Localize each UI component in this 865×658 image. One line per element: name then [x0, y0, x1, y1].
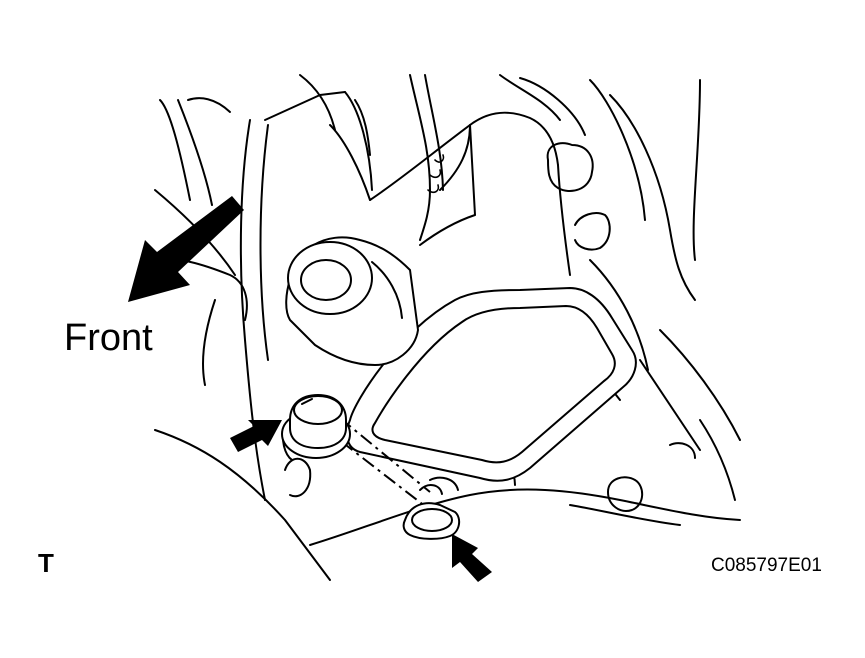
- mount-insulator: [285, 236, 419, 366]
- front-direction-arrow-icon: [128, 196, 244, 302]
- view-marker-label: T: [38, 548, 54, 578]
- front-direction-label: Front: [64, 317, 153, 359]
- figure-code-label: C085797E01: [711, 555, 822, 576]
- bolt-axis-line-2: [339, 417, 431, 493]
- bolt-axis-line: [319, 424, 431, 511]
- mount-bracket: [346, 287, 637, 482]
- bolt-callout-arrow-icon-2: [452, 534, 492, 582]
- lower-bolt: [402, 484, 461, 540]
- bolt-callout-arrow-icon: [230, 420, 282, 452]
- upper-bolt: [281, 394, 351, 459]
- background-engine-outlines: [149, 74, 741, 581]
